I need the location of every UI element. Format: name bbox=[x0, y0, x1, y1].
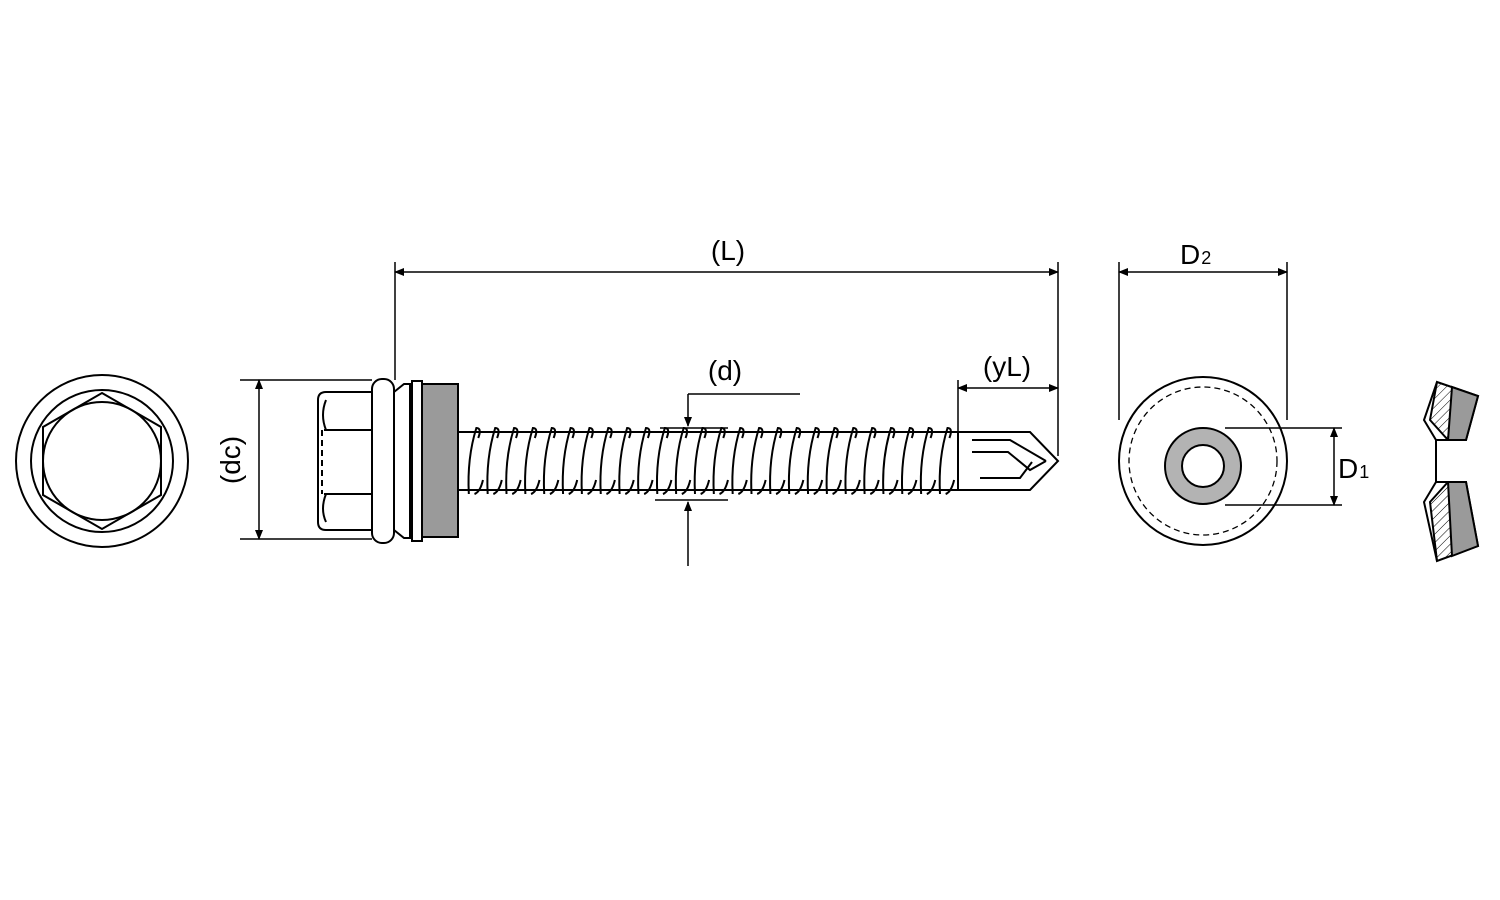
thread-crest bbox=[750, 426, 764, 495]
thread-crest bbox=[486, 426, 500, 495]
washer-outer-label: D2 bbox=[1180, 239, 1211, 270]
thread-root bbox=[681, 479, 692, 495]
thread-root bbox=[474, 479, 484, 495]
section-outer-profile bbox=[1422, 381, 1438, 562]
washer-inner-label: D1 bbox=[1338, 453, 1369, 484]
thread-crest bbox=[524, 426, 538, 495]
thread-root bbox=[549, 479, 560, 495]
thread-crest bbox=[618, 426, 632, 495]
thread-crests bbox=[467, 426, 956, 495]
thread-crest bbox=[467, 426, 481, 495]
thread-root bbox=[662, 479, 673, 495]
thread-crest bbox=[825, 426, 839, 495]
thread-crest bbox=[806, 426, 820, 495]
thread-crest bbox=[787, 426, 802, 495]
washer-hidden-edge bbox=[1128, 386, 1278, 536]
flange-outline bbox=[30, 389, 174, 533]
washer-rim bbox=[411, 380, 423, 542]
thread-crest bbox=[919, 426, 934, 495]
thread-crest bbox=[637, 426, 651, 495]
dimension-washer-inner bbox=[1225, 427, 1342, 506]
thread-root bbox=[832, 479, 843, 495]
dimension-length bbox=[394, 262, 1059, 456]
drill-tip bbox=[957, 431, 1060, 491]
thread-root bbox=[568, 479, 579, 495]
thread-root bbox=[907, 479, 918, 495]
section-gasket-bottom bbox=[1446, 481, 1480, 558]
thread-crest bbox=[882, 426, 896, 495]
thread-crest bbox=[844, 426, 858, 495]
hex-head-side bbox=[317, 391, 373, 531]
thread-root bbox=[587, 479, 598, 495]
flange-side bbox=[371, 378, 395, 544]
thread-crest bbox=[505, 426, 519, 495]
thread-root bbox=[794, 479, 805, 495]
dimension-thread-diameter bbox=[655, 393, 800, 566]
thread-crest bbox=[561, 426, 575, 495]
dimension-tip-length bbox=[957, 380, 1059, 432]
thread-diameter-label: (d) bbox=[708, 355, 742, 386]
metal-washer-side bbox=[393, 383, 411, 539]
thread-root bbox=[700, 479, 711, 495]
head-end-view bbox=[15, 374, 189, 548]
thread-root bbox=[492, 479, 503, 495]
thread-root bbox=[869, 479, 880, 495]
washer-cross-section bbox=[1422, 380, 1480, 563]
head-diameter-label: (dc) bbox=[215, 436, 246, 484]
dimension-head-diameter bbox=[240, 379, 372, 540]
drill-flute-top bbox=[972, 439, 1047, 462]
washer-outline bbox=[15, 374, 189, 548]
thread-root bbox=[775, 479, 786, 495]
hex-chamfer-circle bbox=[42, 401, 162, 521]
thread-root bbox=[719, 479, 729, 495]
dimension-washer-outer bbox=[1118, 262, 1288, 420]
thread-root bbox=[926, 479, 937, 495]
epdm-gasket-side bbox=[421, 383, 459, 538]
drill-flute-mid bbox=[972, 451, 1047, 472]
thread-crest bbox=[769, 426, 783, 495]
washer-front-view bbox=[1118, 376, 1288, 546]
screw-side-view bbox=[317, 378, 1060, 544]
thread-crest bbox=[901, 426, 915, 495]
thread-crest bbox=[863, 426, 877, 495]
thread-crest bbox=[599, 426, 613, 495]
washer-hole bbox=[1181, 444, 1225, 488]
drill-flute-bottom bbox=[980, 461, 1033, 479]
thread-root bbox=[643, 479, 654, 495]
tip-length-label: (yL) bbox=[983, 351, 1031, 382]
length-label: (L) bbox=[711, 235, 745, 266]
thread-root bbox=[605, 479, 616, 495]
thread-crest bbox=[938, 426, 952, 495]
section-gasket-top bbox=[1446, 385, 1480, 441]
thread-root bbox=[530, 479, 541, 495]
thread-crest bbox=[731, 426, 745, 495]
thread-root bbox=[850, 479, 861, 495]
thread-root bbox=[737, 479, 748, 495]
thread-root bbox=[888, 479, 899, 495]
thread-crest bbox=[542, 426, 557, 495]
thread-crest bbox=[580, 426, 594, 495]
thread-root bbox=[756, 479, 767, 495]
thread-root bbox=[624, 479, 635, 495]
hex-head-outline bbox=[42, 391, 162, 531]
thread-root bbox=[511, 479, 522, 495]
thread-root bbox=[813, 479, 824, 495]
thread-root bbox=[945, 479, 956, 495]
